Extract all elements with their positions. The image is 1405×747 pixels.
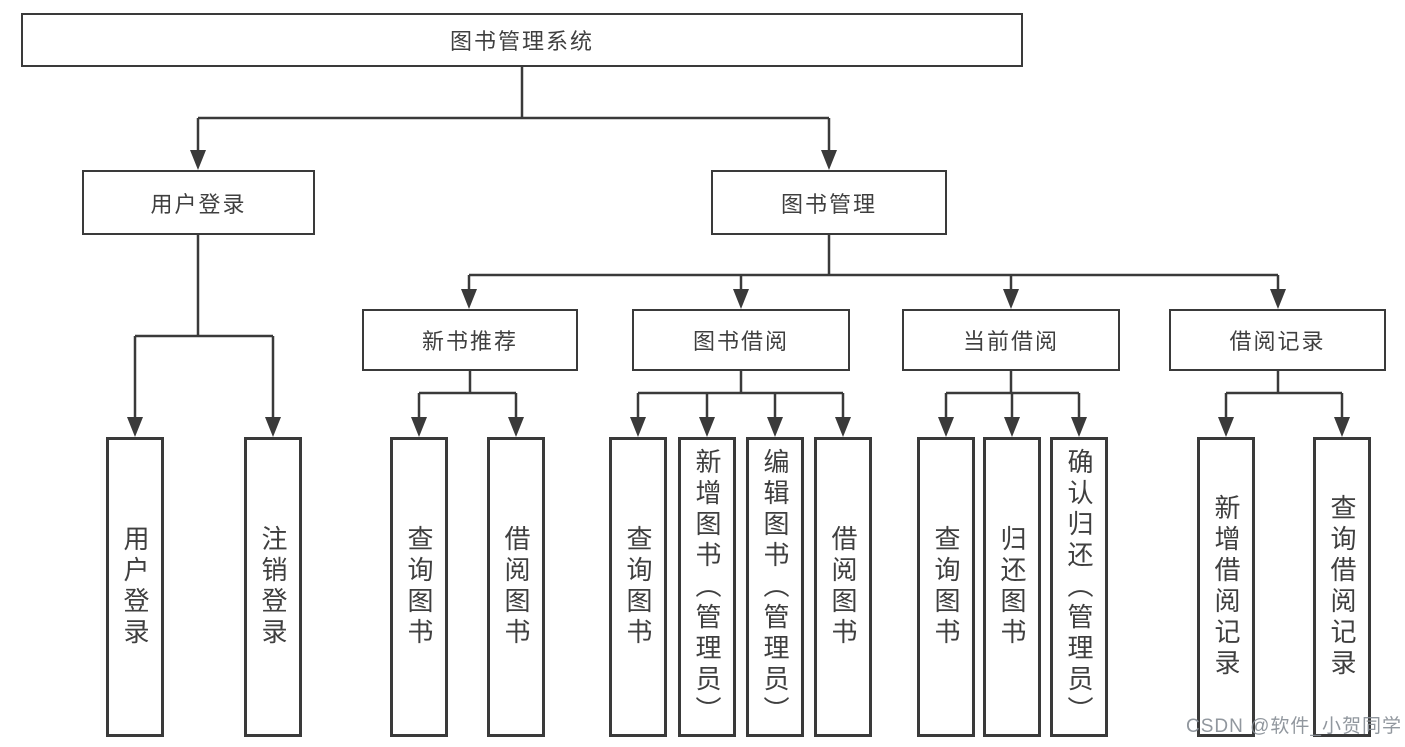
node-user-login-label: 用户登录 xyxy=(150,191,247,217)
node-root: 图书管理系统 xyxy=(21,13,1023,67)
leaf-borrow-books-2-label: 借阅图书 xyxy=(828,525,858,649)
leaf-return-book: 归还图书 xyxy=(983,437,1041,737)
leaf-edit-book-admin-label: 编辑图书（管理员） xyxy=(760,447,790,727)
leaf-logout-label: 注销登录 xyxy=(258,525,288,649)
leaf-query-books-3: 查询图书 xyxy=(917,437,975,737)
leaf-query-books-1: 查询图书 xyxy=(390,437,448,737)
node-new-book-recommend: 新书推荐 xyxy=(362,309,578,371)
node-book-borrow: 图书借阅 xyxy=(632,309,850,371)
leaf-add-book-admin: 新增图书（管理员） xyxy=(678,437,736,737)
leaf-edit-book-admin: 编辑图书（管理员） xyxy=(746,437,804,737)
leaf-add-book-admin-label: 新增图书（管理员） xyxy=(692,447,722,727)
leaf-return-book-label: 归还图书 xyxy=(997,525,1027,649)
arrowheads xyxy=(127,150,1350,437)
leaf-query-books-2: 查询图书 xyxy=(609,437,667,737)
leaf-add-borrow-record-label: 新增借阅记录 xyxy=(1211,494,1241,680)
csdn-watermark: CSDN @软件_小贺同学 xyxy=(1186,716,1402,737)
leaf-confirm-return-admin: 确认归还（管理员） xyxy=(1050,437,1108,737)
node-current-borrow: 当前借阅 xyxy=(902,309,1120,371)
node-book-management-label: 图书管理 xyxy=(780,191,877,217)
leaf-query-borrow-record-label: 查询借阅记录 xyxy=(1327,494,1357,680)
leaf-query-books-1-label: 查询图书 xyxy=(404,525,434,649)
leaf-logout: 注销登录 xyxy=(244,437,302,737)
node-book-management: 图书管理 xyxy=(711,170,947,235)
node-borrow-records: 借阅记录 xyxy=(1169,309,1386,371)
node-borrow-records-label: 借阅记录 xyxy=(1229,329,1326,354)
node-book-borrow-label: 图书借阅 xyxy=(692,329,789,354)
leaf-query-borrow-record: 查询借阅记录 xyxy=(1313,437,1371,737)
node-root-label: 图书管理系统 xyxy=(449,29,594,54)
leaf-query-books-3-label: 查询图书 xyxy=(931,525,961,649)
leaf-user-login-label: 用户登录 xyxy=(120,525,150,649)
leaf-confirm-return-admin-label: 确认归还（管理员） xyxy=(1064,447,1094,727)
leaf-borrow-books-1: 借阅图书 xyxy=(487,437,545,737)
node-current-borrow-label: 当前借阅 xyxy=(962,329,1059,354)
leaf-user-login: 用户登录 xyxy=(106,437,164,737)
leaf-borrow-books-1-label: 借阅图书 xyxy=(501,525,531,649)
leaf-query-books-2-label: 查询图书 xyxy=(623,525,653,649)
node-user-login: 用户登录 xyxy=(82,170,315,235)
node-new-book-recommend-label: 新书推荐 xyxy=(421,329,518,354)
leaf-borrow-books-2: 借阅图书 xyxy=(814,437,872,737)
leaf-add-borrow-record: 新增借阅记录 xyxy=(1197,437,1255,737)
